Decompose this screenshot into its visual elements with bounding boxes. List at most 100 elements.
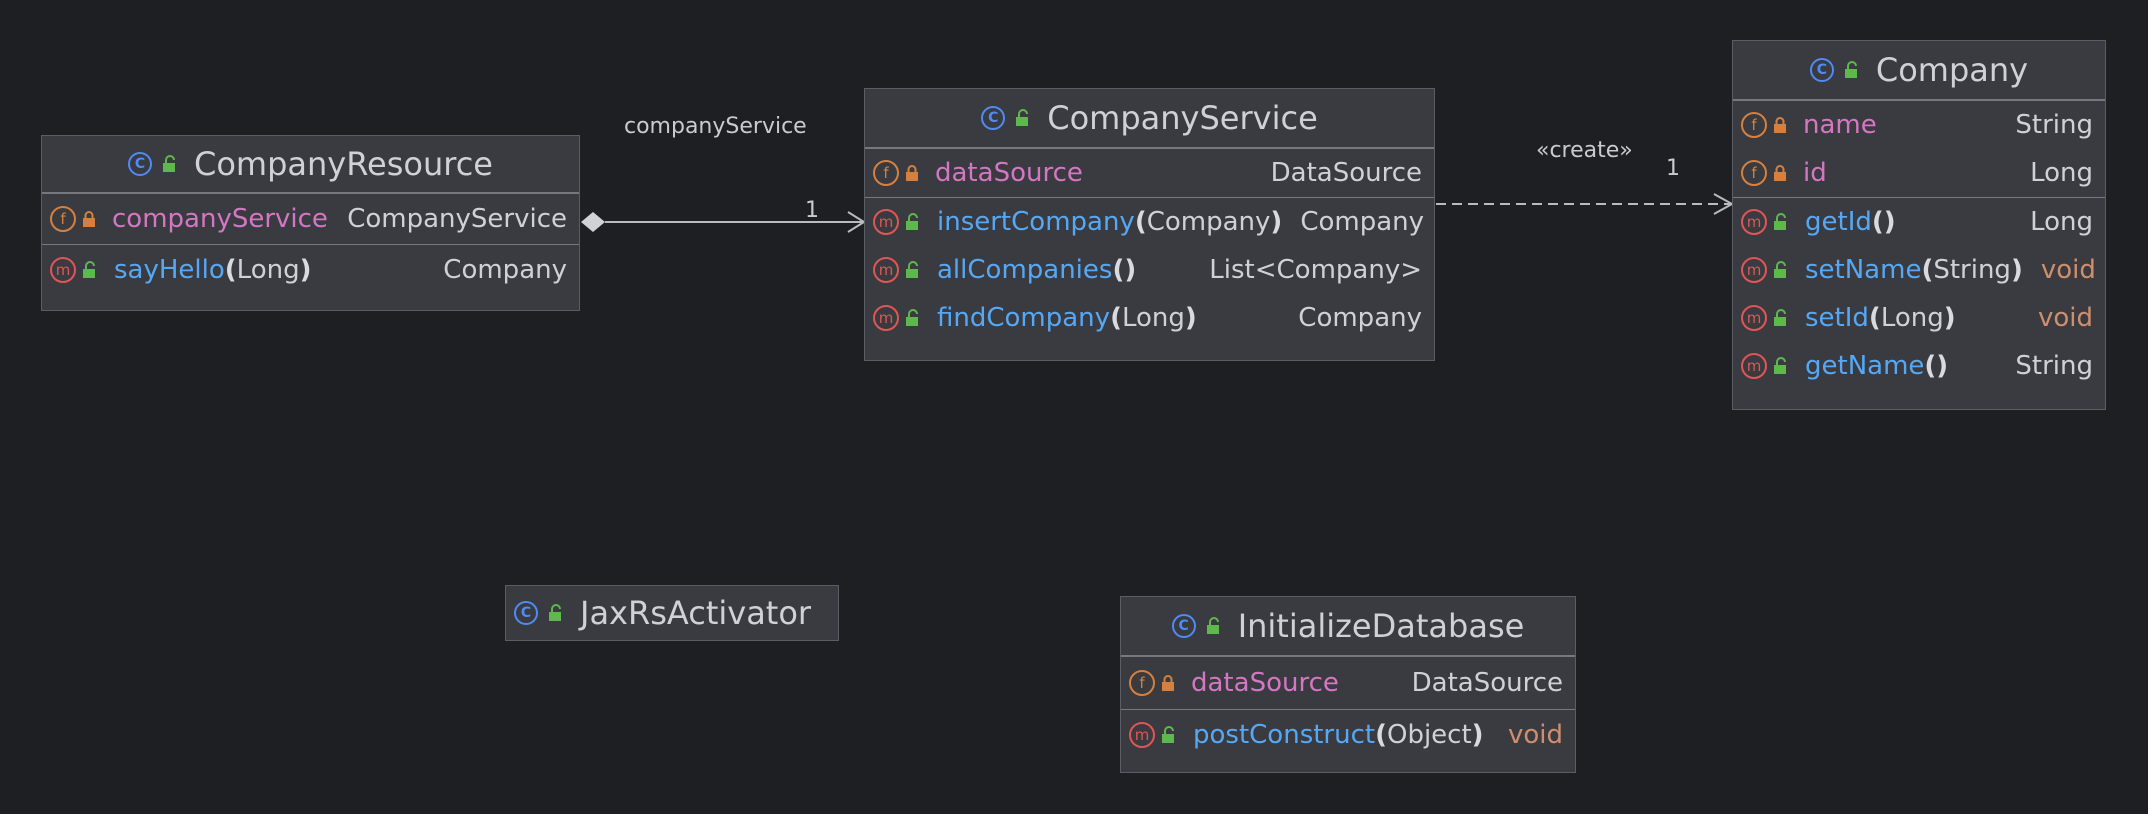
class-icon: C: [128, 152, 152, 176]
field-type: DataSource: [1411, 667, 1563, 698]
divider: [865, 196, 1434, 198]
method-row[interactable]: m getName() String: [1733, 342, 2105, 390]
method-icon: m: [873, 305, 899, 331]
method-icon: m: [1741, 257, 1767, 283]
class-jaxrs-activator[interactable]: C JaxRsActivator: [505, 585, 839, 641]
public-icon: [1774, 309, 1786, 326]
close-paren: ): [2010, 255, 2023, 285]
class-header: C Company: [1733, 41, 2105, 99]
class-company-resource[interactable]: C CompanyResource f companyService Compa…: [41, 135, 580, 311]
field-icon: f: [50, 205, 76, 232]
method-icon: m: [1741, 305, 1767, 331]
field-name: companyService: [112, 203, 328, 234]
method-row[interactable]: m postConstruct(Object) void: [1121, 710, 1575, 760]
method-params: Long: [1121, 303, 1185, 333]
method-name: getName: [1805, 351, 1925, 381]
field-row[interactable]: f companyService CompanyService: [42, 194, 579, 244]
open-paren: (: [1110, 303, 1122, 333]
class-header: C CompanyService: [865, 89, 1434, 147]
method-row[interactable]: m allCompanies() List<Company>: [865, 246, 1434, 294]
create-stereotype-label: «create»: [1536, 138, 1633, 163]
method-params: Long: [236, 255, 300, 285]
method-row[interactable]: m insertCompany(Company) Company: [865, 198, 1434, 246]
parens: (): [1924, 351, 1949, 381]
public-icon: [549, 604, 561, 621]
divider: [42, 192, 579, 194]
open-paren: (: [224, 255, 237, 285]
method-params: Object: [1386, 720, 1472, 750]
method-params: Company: [1146, 207, 1271, 237]
return-type: void: [1507, 720, 1563, 750]
public-icon: [1774, 357, 1786, 374]
method-icon: m: [50, 257, 76, 283]
return-type: Company: [443, 255, 567, 285]
method-icon: m: [1741, 353, 1767, 379]
method-params: Long: [1880, 303, 1944, 333]
private-lock-icon: [1162, 674, 1174, 691]
method-row[interactable]: m setId(Long) void: [1733, 294, 2105, 342]
class-header: C InitializeDatabase: [1121, 597, 1575, 655]
public-icon: [83, 261, 95, 278]
public-icon: [1162, 726, 1174, 743]
dependency-edge[interactable]: [1436, 193, 1735, 215]
composition-edge[interactable]: [581, 211, 866, 233]
class-icon: C: [1171, 614, 1196, 638]
method-row[interactable]: m getId() Long: [1733, 198, 2105, 246]
method-name: insertCompany: [937, 207, 1135, 237]
field-row[interactable]: f name String: [1733, 101, 2105, 149]
public-icon: [1774, 213, 1786, 230]
return-type: Company: [1298, 303, 1422, 333]
method-icon: m: [873, 257, 899, 283]
field-name: dataSource: [1191, 667, 1339, 698]
open-paren: (: [1921, 255, 1934, 285]
method-icon: m: [873, 209, 899, 235]
private-lock-icon: [1774, 116, 1786, 133]
return-type: Company: [1300, 207, 1425, 237]
field-type: String: [2015, 109, 2093, 140]
method-name: setName: [1805, 255, 1922, 285]
divider: [1121, 655, 1575, 657]
public-icon: [163, 155, 175, 172]
field-name: name: [1803, 109, 1877, 140]
field-row[interactable]: f dataSource DataSource: [1121, 657, 1575, 709]
class-header: C JaxRsActivator: [506, 586, 838, 640]
field-row[interactable]: f dataSource DataSource: [865, 149, 1434, 197]
field-name: dataSource: [935, 157, 1083, 188]
method-name: postConstruct: [1193, 720, 1376, 750]
class-name: CompanyService: [1047, 99, 1318, 137]
parens: (): [1871, 207, 1896, 237]
public-icon: [1774, 261, 1786, 278]
method-row[interactable]: m findCompany(Long) Company: [865, 294, 1434, 342]
class-company-service[interactable]: C CompanyService f dataSource DataSource…: [864, 88, 1435, 361]
close-paren: ): [1471, 720, 1484, 750]
class-icon: C: [981, 106, 1006, 130]
public-icon: [906, 213, 918, 230]
public-icon: [1206, 617, 1219, 634]
close-paren: ): [1943, 303, 1956, 333]
method-icon: m: [1741, 209, 1767, 235]
open-arrowhead: [847, 211, 866, 233]
divider: [1121, 708, 1575, 710]
method-row[interactable]: m sayHello(Long) Company: [42, 245, 579, 295]
method-params: String: [1933, 255, 2011, 285]
private-lock-icon: [906, 164, 918, 181]
class-icon: C: [514, 601, 538, 625]
class-initialize-database[interactable]: C InitializeDatabase f dataSource DataSo…: [1120, 596, 1576, 773]
field-row[interactable]: f id Long: [1733, 149, 2105, 197]
method-icon: m: [1129, 722, 1155, 748]
close-paren: ): [1270, 207, 1283, 237]
field-type: DataSource: [1270, 157, 1422, 188]
open-paren: (: [1375, 720, 1387, 750]
field-icon: f: [1129, 669, 1155, 696]
open-paren: (: [1868, 303, 1881, 333]
public-icon: [1016, 109, 1029, 126]
composition-role-label: companyService: [624, 114, 807, 139]
method-row[interactable]: m setName(String) void: [1733, 246, 2105, 294]
class-header: C CompanyResource: [42, 136, 579, 192]
divider: [1733, 196, 2105, 198]
method-name: sayHello: [114, 255, 225, 285]
field-icon: f: [1741, 159, 1767, 186]
class-company[interactable]: C Company f name String f id Long m getI…: [1732, 40, 2106, 410]
dependency-multiplicity: 1: [1666, 156, 1680, 181]
close-paren: ): [299, 255, 312, 285]
